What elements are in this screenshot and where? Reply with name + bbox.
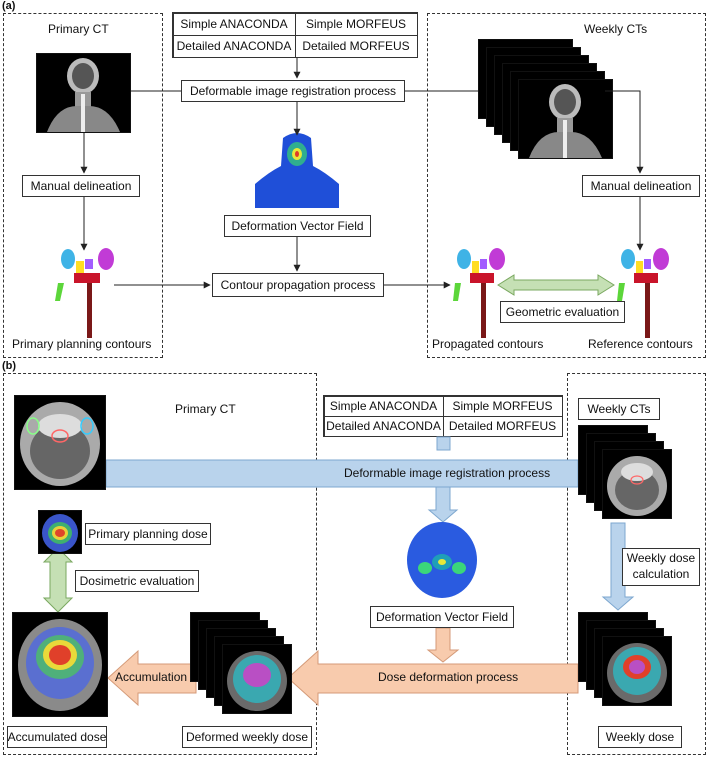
panel-a-dir-process-box: Deformable image registration process [181, 80, 405, 102]
dosimetric-double-arrow [42, 547, 74, 613]
dvf-to-dose-arrow [426, 627, 460, 663]
panel-a-primary-contours-label: Primary planning contours [12, 337, 152, 351]
primary-contours-image [52, 243, 122, 338]
panel-a-weekly-ct-frame [427, 13, 706, 358]
panel-a-methods-table: Simple ANACONDA Simple MORFEUS Detailed … [172, 12, 418, 58]
panel-b-dosimetric-evaluation-box: Dosimetric evaluation [75, 570, 199, 592]
panel-a-manual-delineation-right: Manual delineation [582, 175, 700, 197]
geometric-double-arrow [497, 274, 615, 296]
panel-b-dvf-box: Deformation Vector Field [370, 606, 514, 628]
method-detailed-morfeus: Detailed MORFEUS [442, 415, 563, 437]
primary-ct-coronal-image [36, 53, 131, 133]
panel-a-primary-ct-frame [3, 13, 163, 358]
method-detailed-morfeus: Detailed MORFEUS [294, 34, 418, 58]
dose-deformation-arrow [287, 649, 579, 707]
panel-b-primary-ct-frame [3, 373, 317, 755]
primary-ct-axial-image [14, 395, 106, 490]
accumulated-dose-image [12, 612, 108, 717]
panel-b-methods-table: Simple ANACONDA Simple MORFEUS Detailed … [323, 395, 563, 437]
weekly-dose-calc-arrow [601, 522, 635, 611]
weekly-axial-ct-image [602, 449, 672, 519]
panel-b-weekly-ct-frame [567, 373, 706, 755]
panel-a-geometric-evaluation-box: Geometric evaluation [500, 301, 625, 323]
dvf-axial-image [405, 520, 479, 600]
panel-b-label: (b) [2, 360, 17, 372]
panel-a-propagated-label: Propagated contours [432, 337, 544, 351]
panel-b-dir-process-label: Deformable image registration process [344, 466, 551, 480]
panel-a-primary-ct-title: Primary CT [48, 22, 109, 36]
panel-a-contour-propagation-box: Contour propagation process [212, 273, 384, 297]
weekly-ct-coronal-image [518, 79, 613, 159]
panel-b-accumulated-dose-box: Accumulated dose [7, 726, 107, 748]
panel-a-manual-delineation-left: Manual delineation [22, 175, 140, 197]
panel-a-label: (a) [2, 0, 16, 12]
weekly-dose-image [602, 636, 672, 706]
deformed-weekly-dose-image [222, 644, 292, 714]
panel-b-accumulation-label: Accumulation [115, 670, 188, 684]
reference-contours-image [616, 243, 674, 338]
panel-b-deformed-weekly-dose-box: Deformed weekly dose [182, 726, 312, 748]
panel-b-weekly-dose-box: Weekly dose [598, 726, 682, 748]
dir-to-dvf-arrow [427, 486, 459, 523]
dvf-head-image [255, 128, 340, 208]
panel-b-weekly-ct-title: Weekly CTs [578, 398, 660, 420]
panel-a-reference-label: Reference contours [588, 337, 693, 351]
accumulation-arrow [107, 649, 197, 707]
panel-b-primary-planning-dose-box: Primary planning dose [85, 523, 211, 545]
panel-b-dose-deformation-label: Dose deformation process [378, 670, 519, 684]
propagated-contours-image [452, 243, 510, 338]
panel-b-weekly-dose-calc-box: Weekly dose calculation [622, 548, 700, 586]
panel-a-weekly-ct-title: Weekly CTs [584, 22, 648, 36]
primary-planning-dose-image [38, 510, 82, 554]
panel-a-dvf-box: Deformation Vector Field [224, 215, 371, 237]
panel-b-primary-ct-title: Primary CT [175, 402, 236, 416]
